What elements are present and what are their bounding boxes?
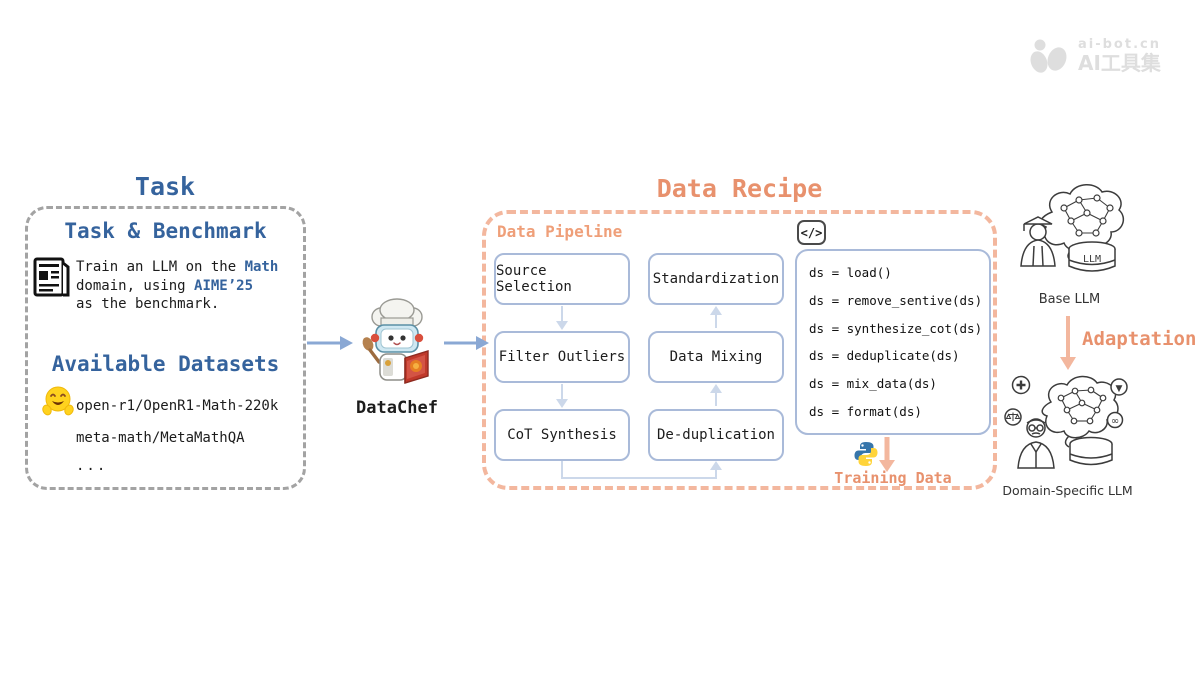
code-line: ds = deduplicate(ds) [809, 348, 960, 364]
code-line: ds = format(ds) [809, 403, 922, 419]
desc-text: Train an LLM on the [76, 259, 245, 275]
desc-text: as the benchmark. [76, 296, 220, 313]
watermark: ai-bot.cn AI工具集 [1028, 37, 1161, 76]
task-description: Train an LLM on the Math domain, using A… [76, 258, 308, 314]
code-line: ds = load() [809, 265, 892, 281]
watermark-logo-icon [1030, 39, 1067, 73]
svg-text:▼: ▼ [1116, 384, 1123, 394]
task-benchmark-heading: Task & Benchmark [64, 219, 267, 243]
arrow-adaptation [1060, 316, 1076, 370]
dataset-item: ... [76, 458, 108, 474]
code-line: ds = remove_sentive(ds) [809, 292, 983, 308]
pipeline-step-filter-outliers: Filter Outliers [494, 331, 630, 383]
training-data-label: Training Data [834, 469, 952, 487]
desc-text: domain, using [76, 277, 195, 294]
datachef-label: DataChef [356, 398, 438, 418]
available-datasets-heading: Available Datasets [51, 352, 280, 376]
task-benchmark-panel [25, 206, 306, 490]
domain-specific-llm-label: Domain-Specific LLM [1002, 483, 1133, 498]
svg-text:∞: ∞ [1111, 416, 1119, 427]
pipeline-step-cot-synthesis: CoT Synthesis [494, 409, 630, 461]
domain-specific-llm-illustration: ▼ ∞ [1004, 375, 1128, 469]
datachef-robot-illustration [362, 298, 429, 384]
python-icon [854, 442, 878, 466]
adaptation-label: Adaptation [1082, 328, 1197, 350]
huggingface-icon [42, 386, 74, 416]
base-llm-illustration: LLM [1020, 184, 1125, 272]
pipeline-step-standardization: Standardization [648, 253, 784, 305]
watermark-domain: ai-bot.cn [1078, 37, 1161, 52]
watermark-name: AI工具集 [1078, 51, 1161, 76]
pipeline-step-source-selection: Source Selection [494, 253, 630, 305]
recipe-code-block: ds = load() ds = remove_sentive(ds) ds =… [795, 249, 991, 435]
base-llm-cylinder-text: LLM [1083, 254, 1101, 265]
dataset-item: meta-math/MetaMathQA [76, 430, 245, 446]
dataset-item: open-r1/OpenR1-Math-220k [76, 398, 279, 414]
desc-domain-highlight: Math [244, 259, 279, 275]
data-recipe-title: Data Recipe [656, 174, 823, 203]
newspaper-icon [33, 257, 70, 297]
base-llm-label: Base LLM [1038, 292, 1101, 307]
arrow-task-to-datachef [307, 336, 353, 350]
pipeline-step-data-mixing: Data Mixing [648, 331, 784, 383]
code-line: ds = mix_data(ds) [809, 375, 937, 391]
pipeline-step-de-duplication: De-duplication [648, 409, 784, 461]
task-section-title: Task [134, 172, 196, 201]
data-recipe-panel [482, 210, 997, 490]
code-line: ds = synthesize_cot(ds) [809, 320, 983, 336]
data-pipeline-label: Data Pipeline [497, 222, 623, 241]
desc-benchmark-highlight: AIME’25 [194, 277, 254, 294]
code-icon: </> [797, 220, 826, 245]
